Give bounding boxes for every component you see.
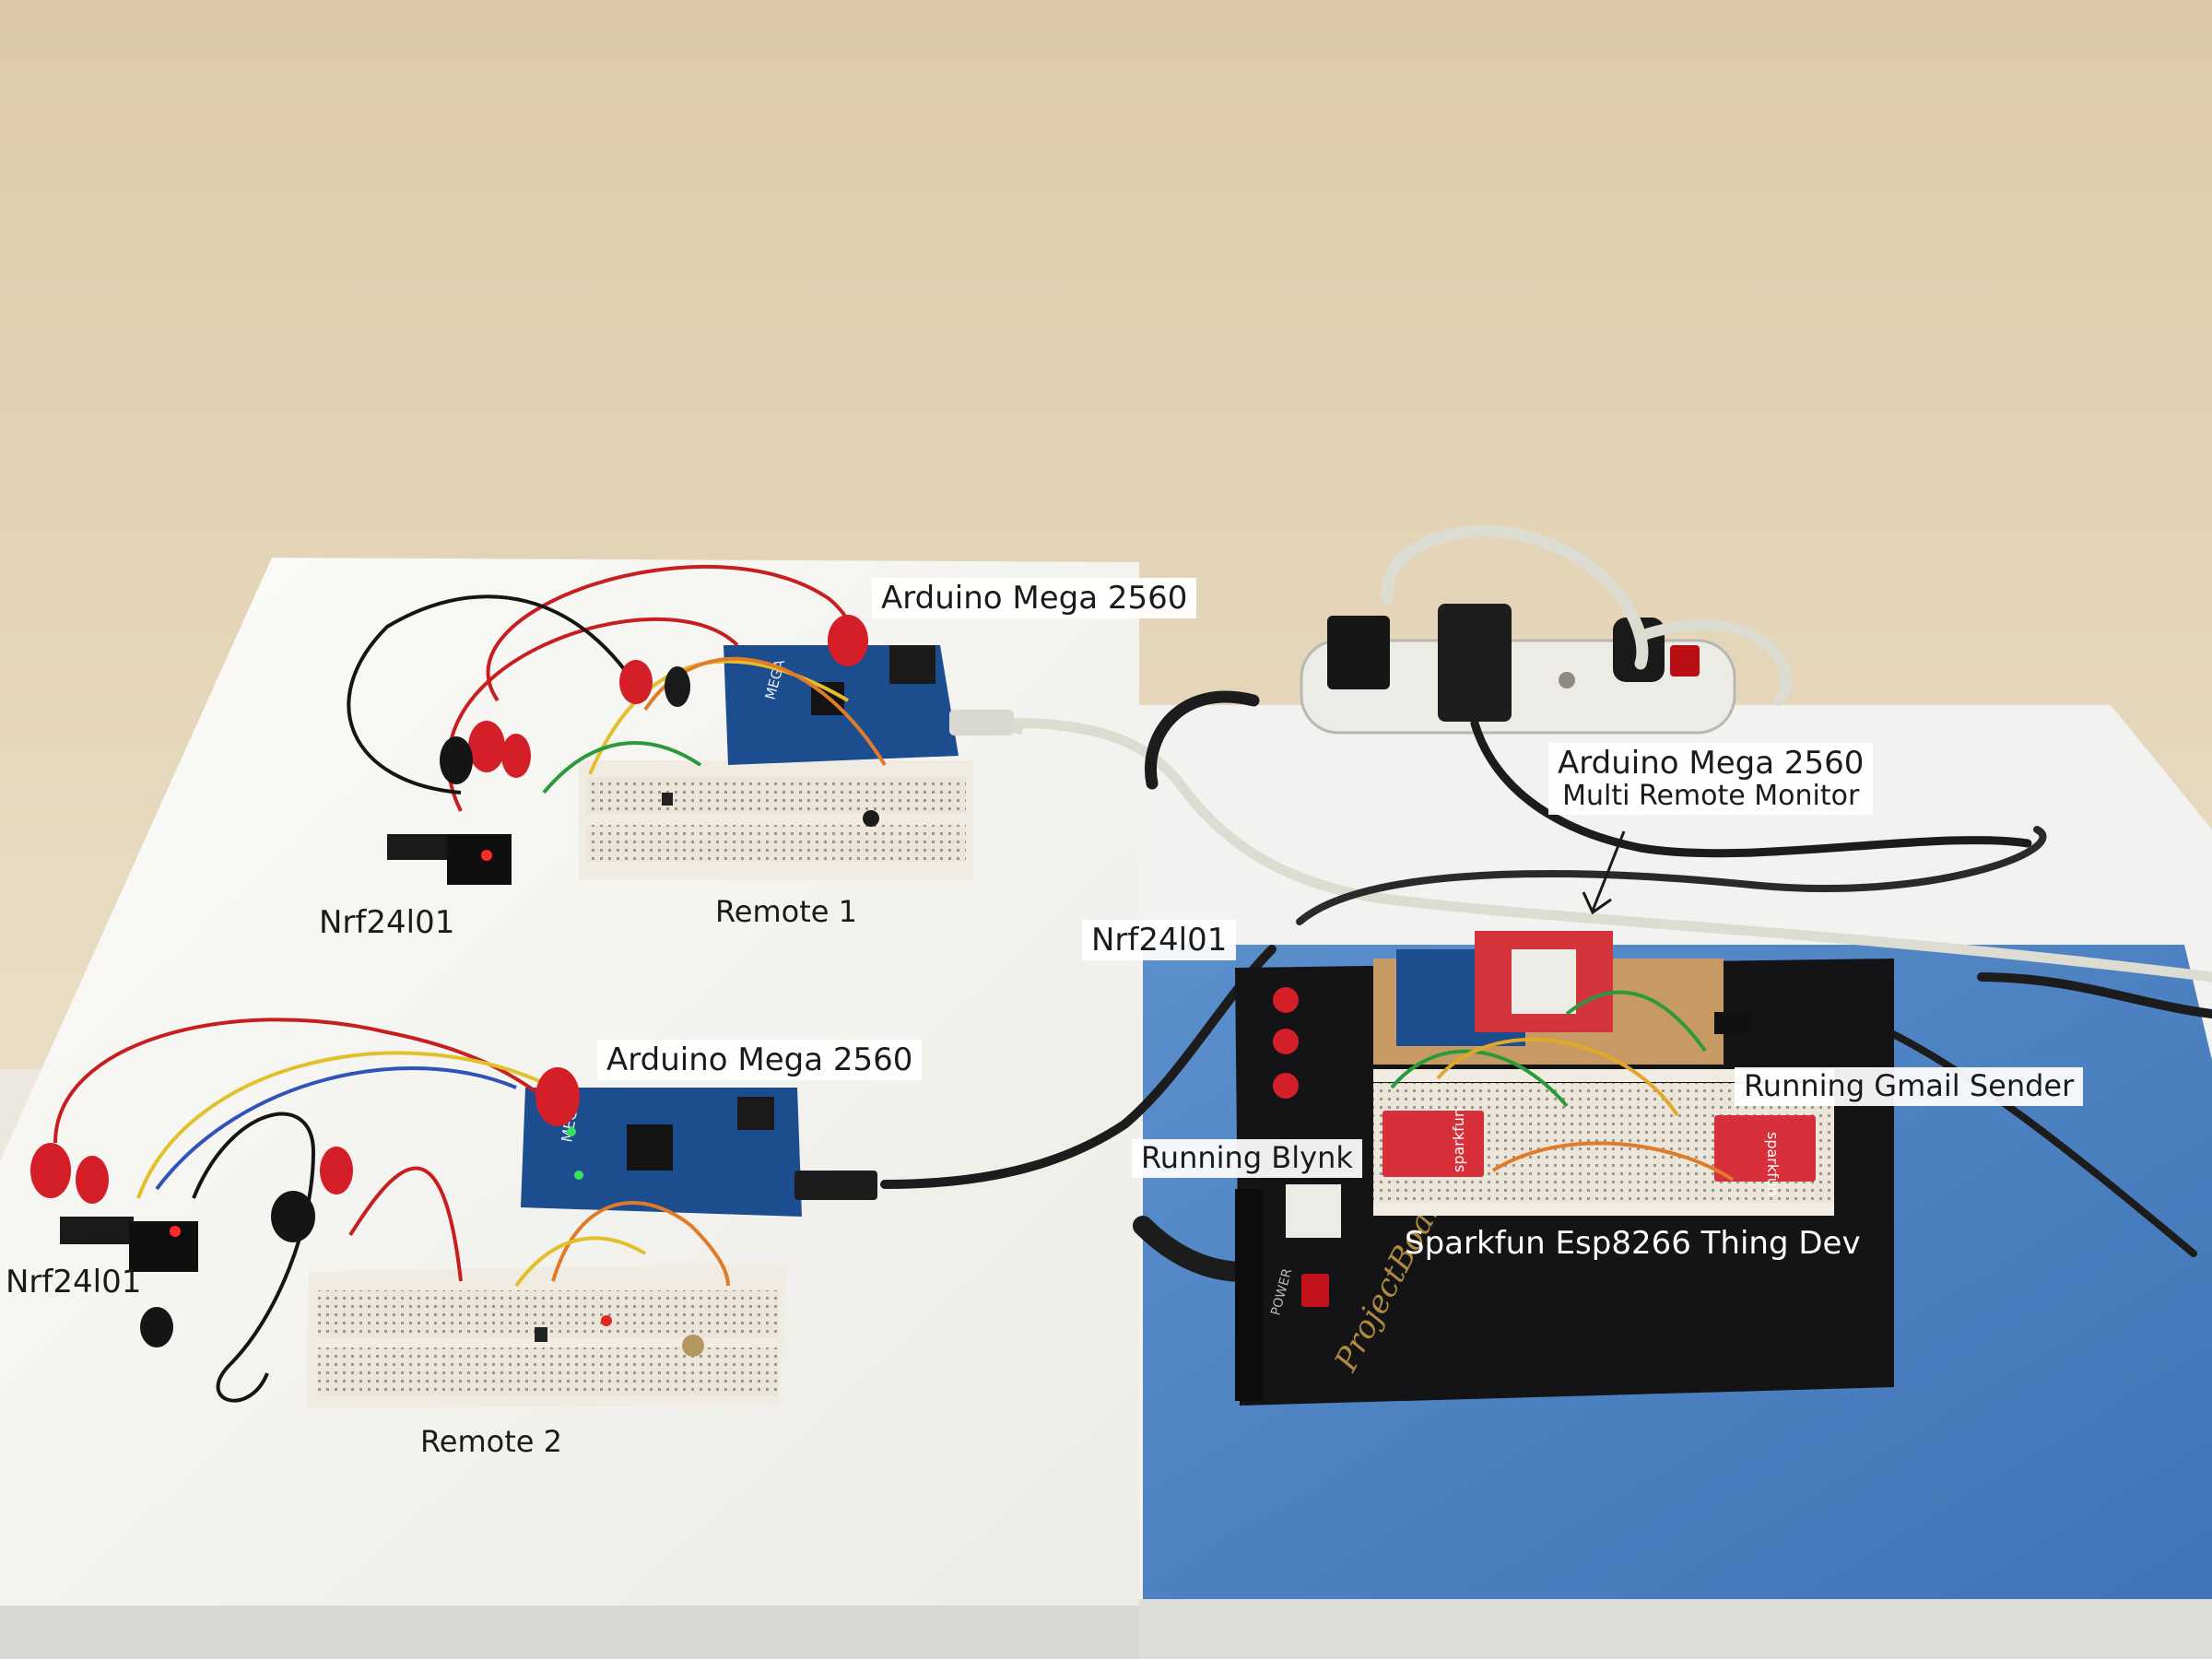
label-arduino-remote2: Arduino Mega 2560 [597, 1040, 923, 1081]
label-remote2: Remote 2 [420, 1424, 562, 1459]
right-table-edge [1134, 1599, 2212, 1659]
monitor-jumper-wires [1390, 990, 1735, 1182]
label-sparkfun-thing: Sparkfun Esp8266 Thing Dev [1405, 1225, 1861, 1262]
label-arduino-monitor-line2: Multi Remote Monitor [1562, 780, 1860, 813]
cables [880, 525, 2212, 1282]
remote1-breadboard [579, 760, 973, 880]
sparkfun-esp8266-right: sparkfun [1714, 1115, 1816, 1196]
remote2-test-clips [30, 1067, 580, 1347]
label-arduino-monitor-line1: Arduino Mega 2560 [1558, 745, 1865, 782]
remote1-arduino-mega: MEGA [724, 645, 959, 765]
usb-cable-icon [949, 710, 1014, 735]
remote2-breadboard [306, 1263, 788, 1408]
label-nrf-remote2: Nrf24l01 [6, 1264, 142, 1300]
label-nrf-monitor: Nrf24l01 [1082, 920, 1237, 961]
arrow-icon [1582, 830, 1626, 915]
label-arduino-remote1: Arduino Mega 2560 [872, 578, 1197, 619]
sparkfun-logo-right: sparkfun [1764, 1132, 1782, 1196]
label-remote1: Remote 1 [715, 894, 857, 929]
sparkfun-esp8266-left: sparkfun [1382, 1108, 1484, 1177]
label-nrf-remote1: Nrf24l01 [319, 904, 455, 941]
remote2-nrf24l01-module [60, 1217, 198, 1272]
label-running-blynk: Running Blynk [1132, 1139, 1362, 1178]
remote2-arduino-mega: MEGA [521, 1088, 802, 1217]
left-table-edge [0, 1606, 1139, 1659]
sparkfun-logo-left: sparkfun [1450, 1108, 1467, 1172]
remote2-usb-plug [794, 1171, 877, 1200]
remote1-test-clips [440, 615, 868, 784]
label-arduino-monitor: Arduino Mega 2560 Multi Remote Monitor [1548, 743, 1874, 815]
label-running-gmail: Running Gmail Sender [1735, 1067, 2084, 1106]
toggle-switch-icon [1301, 1274, 1329, 1307]
remote2-wires [53, 1018, 730, 1403]
remote1-nrf24l01-module [387, 834, 512, 885]
